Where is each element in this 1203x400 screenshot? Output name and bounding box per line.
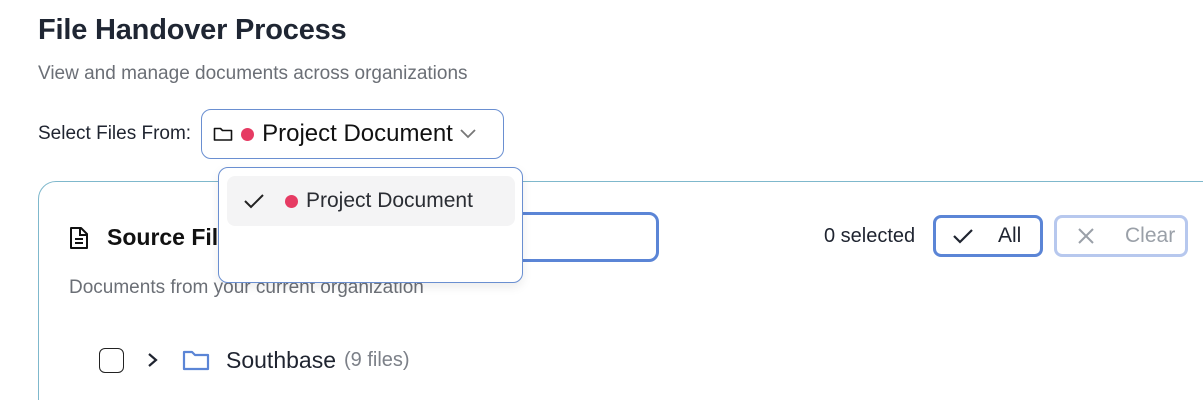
status-dot	[241, 127, 255, 141]
check-icon	[953, 229, 973, 244]
check-icon	[244, 194, 264, 209]
chevron-down-icon	[460, 129, 476, 139]
page-title: File Handover Process	[38, 14, 347, 46]
clear-selection-button[interactable]: Clear	[1054, 215, 1188, 257]
dropdown-option-label: Project Document	[306, 189, 473, 212]
chevron-right-icon[interactable]	[146, 351, 160, 369]
select-all-button[interactable]: All	[933, 215, 1043, 257]
folder-checkbox[interactable]	[99, 347, 124, 373]
tree-row: Southbase (9 files)	[99, 345, 410, 375]
folder-icon	[213, 127, 233, 141]
dropdown-option-project-document[interactable]: Project Document	[227, 176, 515, 226]
source-select-value: Project Document	[262, 120, 453, 147]
close-icon	[1078, 228, 1094, 244]
status-dot	[285, 194, 298, 208]
selected-count: 0 selected	[824, 225, 916, 247]
source-select-label: Select Files From:	[38, 123, 192, 144]
clear-selection-label: Clear	[1125, 224, 1176, 247]
folder-file-count: (9 files)	[343, 348, 410, 371]
source-files-card: Source Files 0 selected All Clear Docume…	[38, 181, 1203, 400]
folder-name[interactable]: Southbase	[226, 346, 336, 373]
source-select-row: Select Files From: Project Document	[38, 109, 505, 159]
page-subtitle: View and manage documents across organiz…	[38, 63, 468, 84]
select-all-label: All	[998, 224, 1022, 247]
document-icon	[70, 226, 88, 249]
source-select-menu: Project Document	[218, 167, 523, 283]
source-select-dropdown[interactable]: Project Document	[201, 109, 505, 159]
folder-icon	[182, 350, 210, 371]
